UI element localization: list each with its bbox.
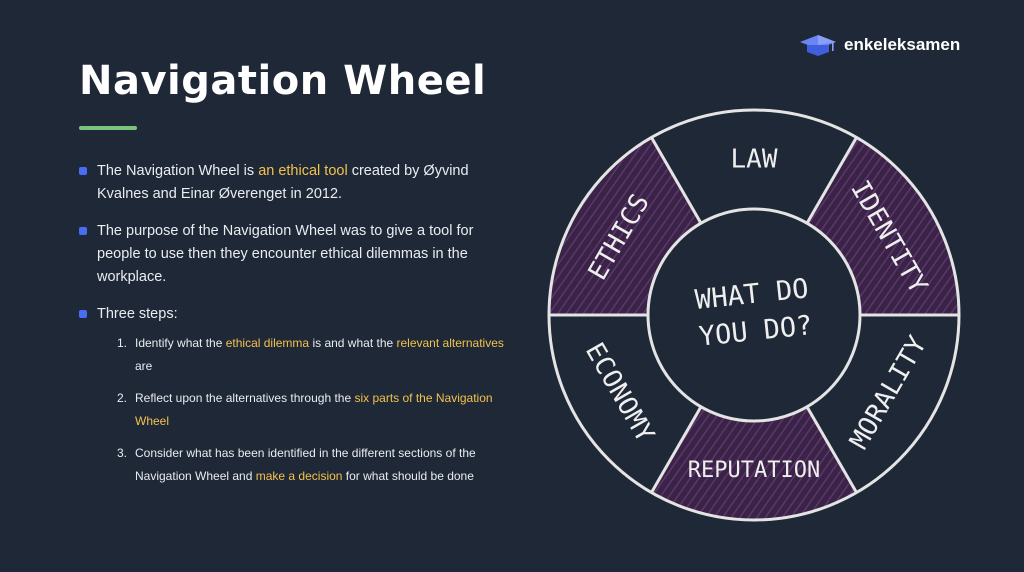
wheel-sector-reputation bbox=[651, 406, 857, 520]
highlight-text: six parts of the Navigation Wheel bbox=[135, 391, 493, 428]
wheel-sector-identity bbox=[807, 137, 959, 315]
graduation-cap-icon bbox=[800, 35, 836, 56]
bullet-square-icon bbox=[79, 310, 87, 318]
highlight-text: make a decision bbox=[255, 469, 343, 483]
brand-name: enkeleksamen bbox=[844, 35, 961, 54]
highlight-text: an ethical tool bbox=[258, 163, 348, 179]
navigation-wheel-diagram: LAWIDENTITYMORALITYREPUTATIONECONOMYETHI… bbox=[547, 108, 961, 522]
bullet-text: The Navigation Wheel is an ethical tool … bbox=[97, 163, 469, 202]
step-item: 2. Reflect upon the alternatives through… bbox=[117, 387, 519, 433]
brand-logo: enkeleksamen bbox=[798, 33, 960, 57]
wheel-divider bbox=[650, 136, 703, 224]
step-item: 3. Consider what has been identified in … bbox=[117, 442, 519, 488]
wheel-sector-morality bbox=[807, 315, 959, 493]
wheel-sector-law bbox=[651, 110, 857, 224]
wheel-divider bbox=[650, 406, 703, 494]
wheel-sector-economy bbox=[549, 315, 701, 493]
step-number: 3. bbox=[117, 446, 128, 460]
bullet-square-icon bbox=[79, 227, 87, 235]
highlight-text: relevant alternatives bbox=[396, 336, 504, 350]
bullet-list: The Navigation Wheel is an ethical tool … bbox=[79, 160, 519, 502]
bullet-text: The purpose of the Navigation Wheel was … bbox=[97, 223, 474, 285]
step-item: 1. Identify what the ethical dilemma is … bbox=[117, 332, 519, 378]
step-number: 1. bbox=[117, 336, 128, 350]
bullet-item: Three steps: 1. Identify what the ethica… bbox=[79, 303, 519, 488]
bullet-text: Three steps: bbox=[97, 306, 178, 322]
steps-list: 1. Identify what the ethical dilemma is … bbox=[97, 332, 519, 488]
wheel-label-reputation: REPUTATION bbox=[688, 458, 820, 483]
bullet-item: The purpose of the Navigation Wheel was … bbox=[79, 220, 519, 289]
wheel-dividers bbox=[549, 136, 959, 494]
highlight-text: ethical dilemma bbox=[225, 336, 310, 350]
wheel-divider bbox=[805, 136, 858, 224]
wheel-sector-ethics bbox=[549, 137, 701, 315]
wheel-sectors bbox=[549, 110, 959, 520]
wheel-divider bbox=[805, 406, 858, 494]
page-title: Navigation Wheel bbox=[79, 58, 487, 104]
wheel-label-law: LAW bbox=[731, 145, 778, 175]
title-underline bbox=[79, 126, 137, 130]
bullet-item: The Navigation Wheel is an ethical tool … bbox=[79, 160, 519, 206]
bullet-square-icon bbox=[79, 167, 87, 175]
inner-circle bbox=[646, 207, 862, 423]
step-number: 2. bbox=[117, 391, 128, 405]
